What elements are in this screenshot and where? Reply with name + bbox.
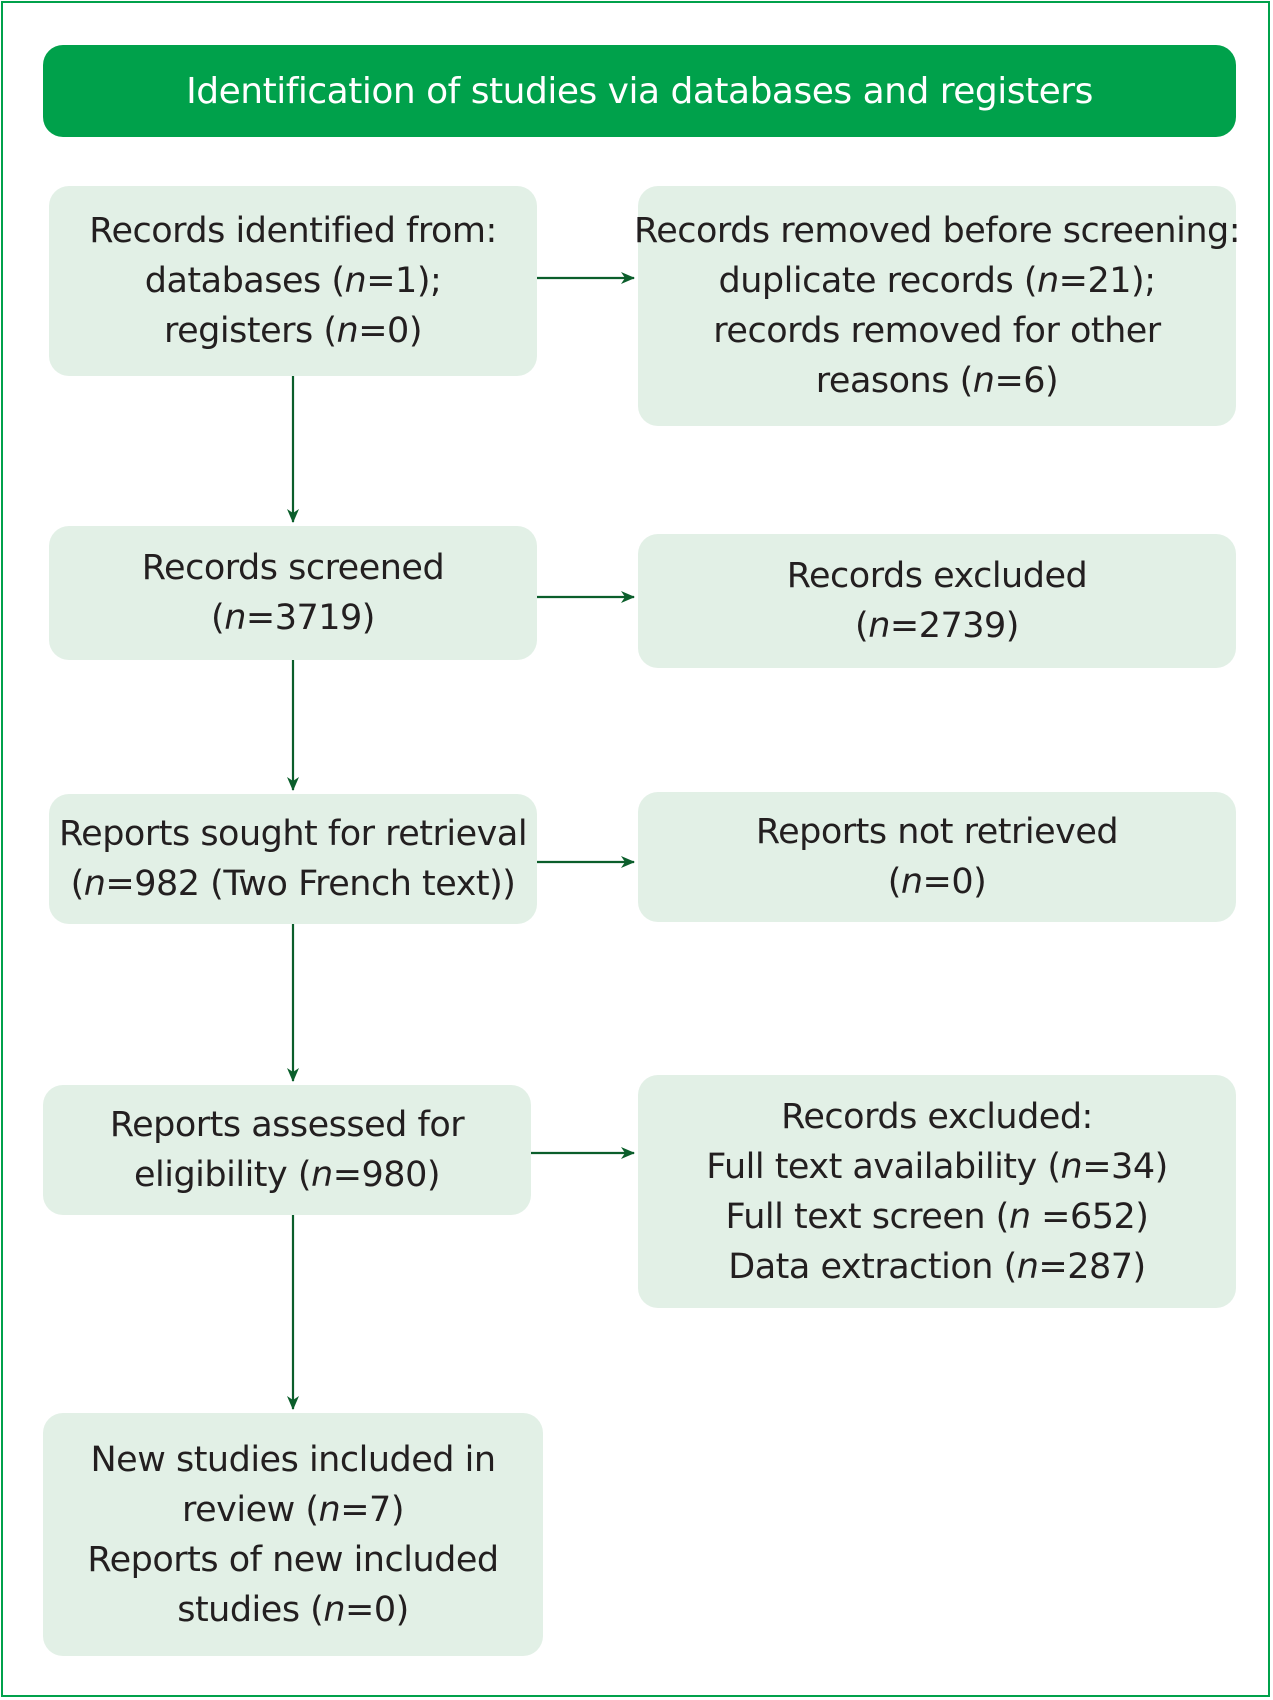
studies-included-line-4: studies (n=0) (177, 1589, 409, 1630)
records-screened-line-1: Records screened (141, 548, 445, 588)
reports-not-retrieved-box: Reports not retrieved (n=0) (638, 792, 1236, 922)
reports-assessed-line-1: Reports assessed for (109, 1105, 465, 1145)
reports-assessed-box: Reports assessed for eligibility (n=980) (43, 1085, 531, 1215)
records-removed-line-1: Records removed before screening: (633, 211, 1241, 251)
records-identified-line-1: Records identified from: (89, 211, 497, 251)
records-removed-box: Records removed before screening: duplic… (634, 186, 1241, 426)
reports-not-retrieved-line-1: Reports not retrieved (755, 812, 1119, 852)
records-screened-line-2: (n=3719) (211, 598, 375, 638)
records-removed-line-4: reasons (n=6) (815, 361, 1059, 401)
excluded-reasons-line-2: Full text availability (n=34) (706, 1146, 1168, 1187)
studies-included-line-2: review (n=7) (182, 1489, 404, 1530)
records-identified-line-3: registers (n=0) (164, 311, 422, 351)
reports-sought-box: Reports sought for retrieval (n=982 (Two… (49, 794, 537, 924)
identification-header: Identification of studies via databases … (43, 45, 1236, 137)
studies-included-line-3: Reports of new included (87, 1539, 499, 1580)
header-title: Identification of studies via databases … (186, 70, 1093, 112)
records-excluded-line-2: (n=2739) (855, 606, 1019, 646)
reports-sought-line-1: Reports sought for retrieval (58, 814, 528, 854)
reports-not-retrieved-line-2: (n=0) (887, 862, 987, 902)
excluded-reasons-line-3: Full text screen (n =652) (725, 1196, 1149, 1237)
studies-included-line-1: New studies included in (90, 1439, 497, 1480)
records-removed-line-3: records removed for other (713, 311, 1161, 351)
excluded-reasons-line-4: Data extraction (n=287) (728, 1246, 1146, 1287)
records-screened-box: Records screened (n=3719) (49, 526, 537, 660)
records-excluded-box: Records excluded (n=2739) (638, 534, 1236, 668)
records-identified-box: Records identified from: databases (n=1)… (49, 186, 537, 376)
records-excluded-line-1: Records excluded (786, 556, 1088, 596)
records-removed-line-2: duplicate records (n=21); (718, 261, 1156, 301)
reports-assessed-line-2: eligibility (n=980) (133, 1155, 441, 1195)
excluded-reasons-line-1: Records excluded: (781, 1096, 1093, 1137)
reports-sought-line-2: (n=982 (Two French text)) (70, 864, 516, 904)
studies-included-box: New studies included in review (n=7) Rep… (43, 1413, 543, 1656)
records-identified-line-2: databases (n=1); (144, 261, 442, 301)
records-excluded-reasons-box: Records excluded: Full text availability… (638, 1075, 1236, 1308)
